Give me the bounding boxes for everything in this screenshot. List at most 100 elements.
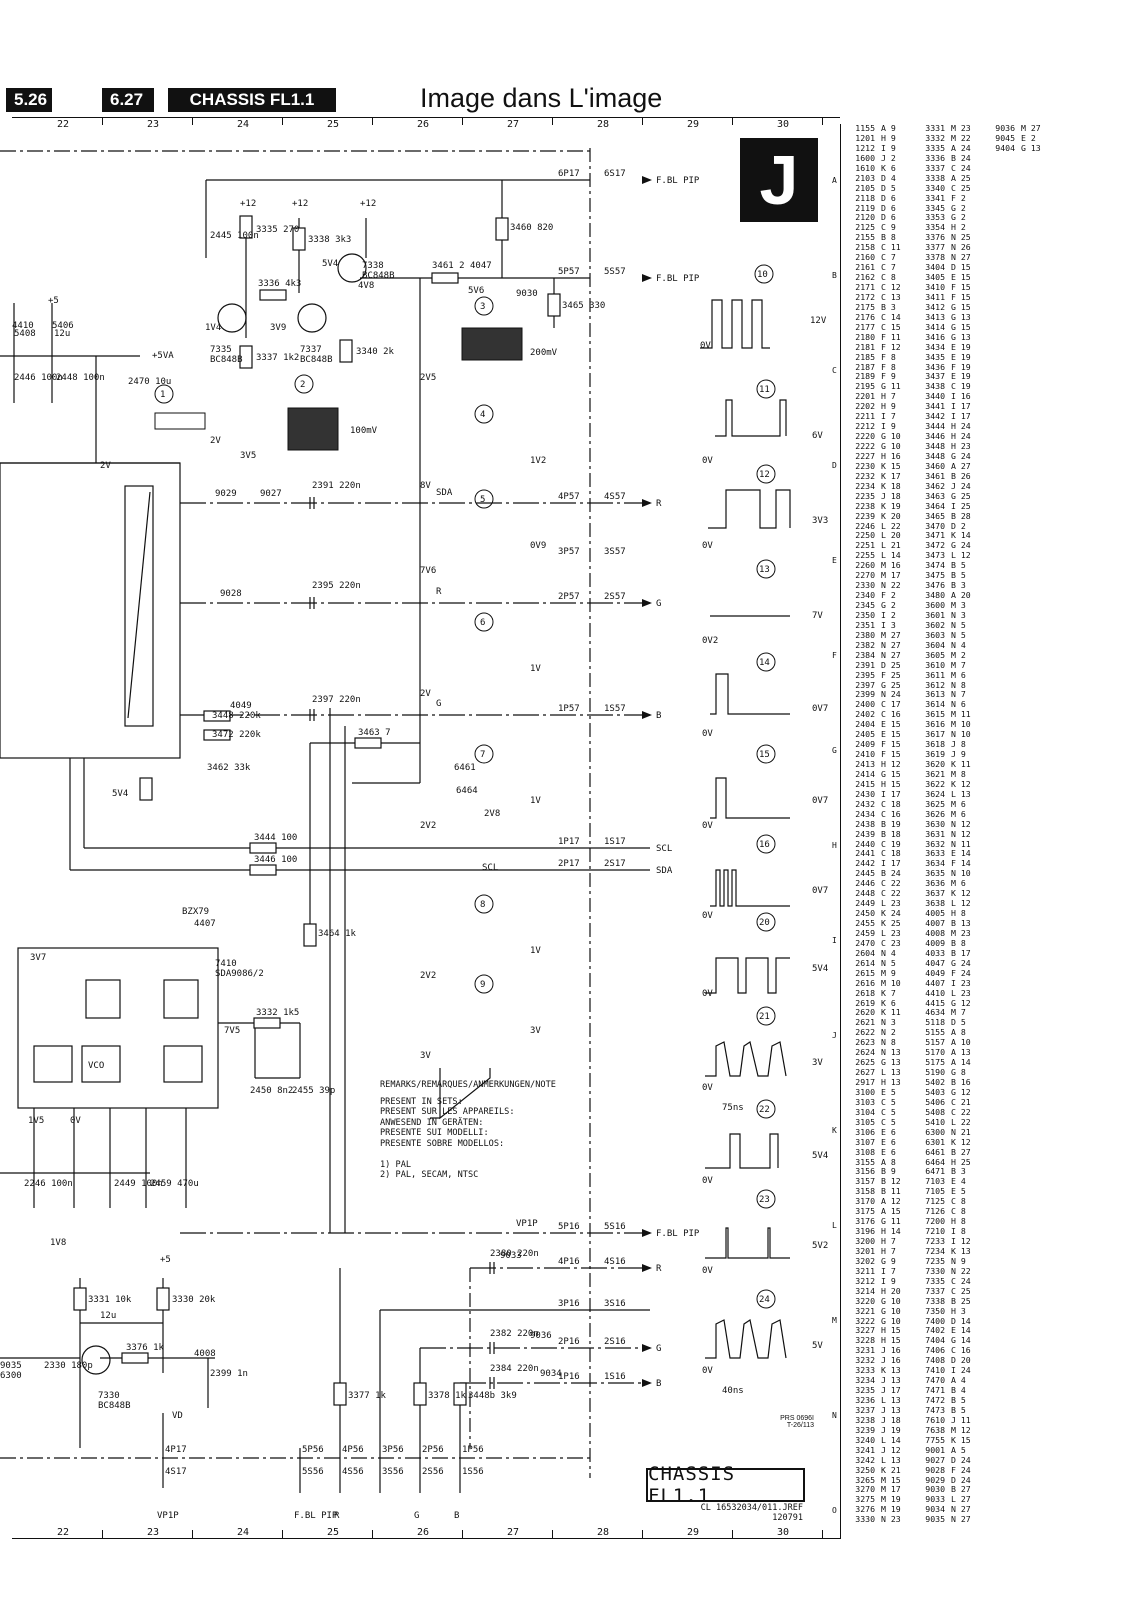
capacitor-label: 2380 220n [490,1249,539,1259]
waveform-id: 16 [759,840,770,850]
index-ref: 3462 [925,480,945,491]
index-location: B 26 [951,470,971,481]
ruler-label: 22 [57,119,70,130]
index-location: F 15 [951,291,971,302]
remarks-line: REMARKS/REMARQUES/ANMERKUNGEN/NOTE [380,1080,556,1090]
index-location: N 3 [881,1017,896,1028]
index-location: J 13 [881,1375,901,1386]
capacitor-label: 2391 220n [312,481,361,491]
index-location: I 16 [951,391,971,402]
connector-signal: F.BL PIP [656,274,700,284]
waveform-amplitude: 3V [812,1058,823,1068]
index-location: L 13 [881,1395,901,1405]
index-ref: 3635 [925,868,945,879]
index-ref: 2449 [855,898,875,909]
index-location: F 14 [951,858,971,869]
index-ref: 3471 [925,530,945,541]
waveform-marker [474,894,494,914]
index-location: H 23 [951,441,971,451]
index-location: C 19 [951,381,971,392]
misc-label: 1V8 [50,1238,66,1248]
index-ref: 9404 [995,142,1015,153]
waveform-id: 2 [300,380,305,390]
index-location: K 17 [881,470,901,481]
waveform-id: 23 [759,1195,770,1205]
ruler-label: 27 [507,1527,520,1538]
index-location: D 20 [951,1355,971,1366]
index-ref: 3353 [925,212,945,223]
index-location: C 25 [951,182,971,193]
chassis-title-tab: CHASSIS FL1.1 [168,88,336,112]
ruler-tick [192,1530,193,1538]
misc-label: 0V [70,1116,81,1126]
connector-plug: 1S17 [604,837,626,847]
index-location: N 27 [951,1514,971,1525]
page-title: Image dans L'image [420,83,663,113]
remarks-line [380,1149,556,1160]
waveform-amplitude: 5V [812,1341,823,1351]
index-location: B 11 [881,1186,901,1197]
index-ref: 7200 [925,1216,945,1227]
index-location: L 23 [881,927,901,938]
index-location: G 14 [951,1335,971,1346]
waveform-marker [756,464,776,484]
index-ref: 3632 [925,838,945,849]
index-ref: 7338 [925,1295,945,1306]
misc-label: 4410 [12,321,34,331]
index-location: L 13 [881,1067,901,1078]
index-location: B 3 [881,301,896,312]
index-location: G 10 [881,1305,901,1316]
index-location: N 22 [951,1265,971,1276]
index-ref: 2604 [855,947,875,958]
index-location: C 16 [951,1345,971,1356]
index-location: L 13 [881,1454,901,1465]
index-ref: 5406 [925,1096,945,1107]
index-location: E 15 [881,719,901,730]
waveform-amplitude: 7V [812,611,823,621]
index-location: N 27 [951,1504,971,1515]
transistor-ref: 7338 [362,261,384,271]
connector-pin: 2P56 [422,1445,444,1455]
waveform-marker [756,912,776,932]
index-ref: 2345 [855,600,875,610]
misc-label: 1V5 [28,1116,44,1126]
resistor-label: 3337 1k2 [256,353,299,363]
index-ref: 3464 [925,500,945,511]
index-location: M 15 [881,1474,901,1485]
index-location: E 14 [951,848,971,859]
index-ref: 2212 [855,421,875,432]
capacitor-label: 2455 39p [292,1086,335,1096]
ruler-tick [102,1530,103,1538]
waveform-id: 10 [757,270,768,280]
resistor-label: 3376 1k [126,1343,165,1353]
resistor-label: 3335 270 [256,225,299,235]
index-ref: 4410 [925,987,945,998]
index-location: M 6 [951,798,966,809]
index-location: H 9 [881,401,896,412]
index-ref: 3330 [855,1514,875,1525]
resistor-label: 3330 20k [172,1295,216,1305]
waveform-baseline: 0V [702,989,713,999]
index-location: H 13 [881,1077,901,1087]
misc-label: 4047 [470,261,492,271]
